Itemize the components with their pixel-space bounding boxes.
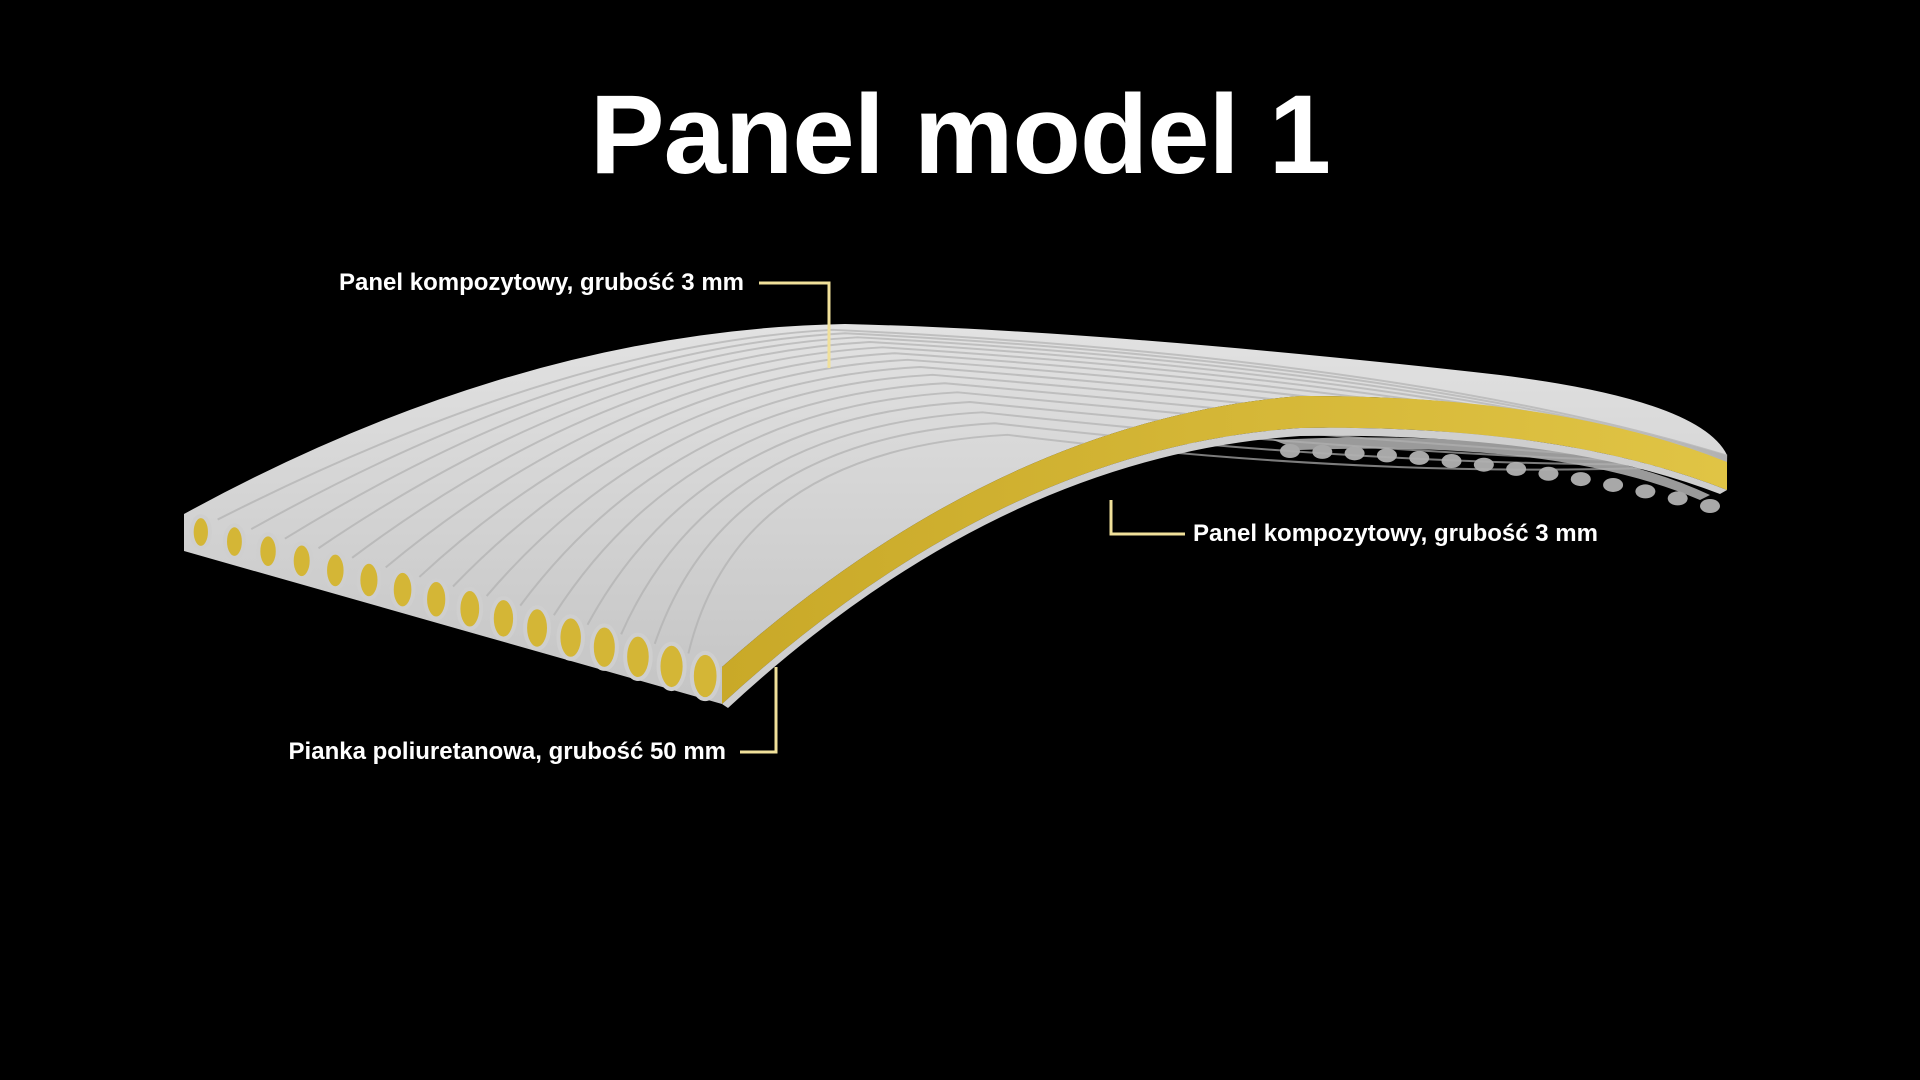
leader-line-core <box>740 667 778 754</box>
leader-line-top-skin <box>759 281 831 368</box>
underside-wave <box>1603 477 1624 492</box>
label-top-skin: Panel kompozytowy, grubość 3 mm <box>339 269 744 296</box>
top-skin-surface <box>184 324 1727 704</box>
corrugation-wave <box>523 605 552 651</box>
label-foam-core: Pianka poliuretanowa, grubość 50 mm <box>288 738 726 765</box>
corrugation-wave <box>589 623 619 671</box>
corrugation-wave <box>656 641 687 692</box>
leader-lines <box>740 281 1185 754</box>
corrugation-wave <box>489 596 518 641</box>
corrugation-wave <box>223 523 246 560</box>
ridge-line <box>217 328 1728 521</box>
corrugation-wave <box>289 541 314 581</box>
leader-line-bottom-skin <box>1109 500 1185 536</box>
foam-core-edge <box>722 395 1727 704</box>
underside-wave <box>1344 446 1365 461</box>
corrugation-wave <box>256 532 280 571</box>
underside-wave <box>1700 499 1720 513</box>
underside-wave <box>1570 472 1591 487</box>
underside-wave <box>1376 448 1397 463</box>
corrugation-wave <box>389 568 416 611</box>
front-corrugated-edge <box>189 514 721 702</box>
corrugation-wave <box>623 632 653 681</box>
underside-wave <box>1667 491 1688 506</box>
ridge-line <box>620 411 1728 635</box>
corrugation-wave <box>423 577 450 621</box>
underside-corrugation <box>1280 444 1720 513</box>
underside-wave <box>1312 444 1333 459</box>
page-title: Panel model 1 <box>589 72 1331 197</box>
corrugation-wave <box>356 559 382 601</box>
corrugation-wave <box>556 614 585 661</box>
corrugation-wave <box>323 550 348 591</box>
corrugation-wave <box>456 587 484 631</box>
corrugation-wave <box>189 514 212 550</box>
ridge-line <box>586 400 1728 626</box>
corrugation-wave <box>689 650 721 702</box>
ridge-line <box>687 433 1728 654</box>
label-bottom-skin: Panel kompozytowy, grubość 3 mm <box>1193 520 1598 547</box>
underside-wave <box>1635 484 1656 499</box>
ridge-line <box>250 332 1728 530</box>
ridge-line <box>653 422 1728 645</box>
